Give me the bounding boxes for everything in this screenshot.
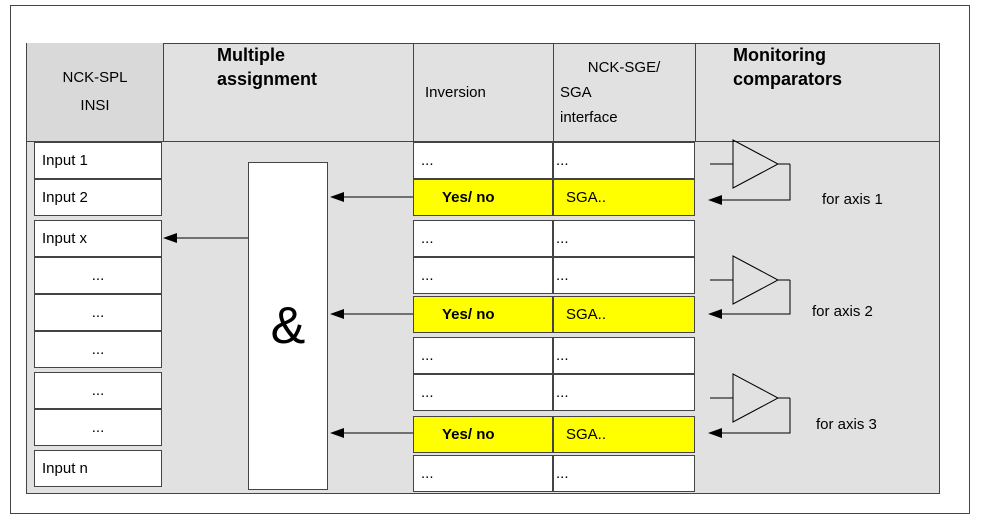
header-divider-3 <box>553 43 554 142</box>
header-inversion-label: Inversion <box>425 83 486 101</box>
input-cell: ... <box>34 294 162 331</box>
input-cell: ... <box>34 257 162 294</box>
header-interface-line2: SGA <box>560 83 592 101</box>
interface-cell-sga: SGA.. <box>553 296 695 333</box>
interface-value: SGA.. <box>566 189 607 206</box>
header-nck-spl-line2: INSI <box>80 97 110 114</box>
axis-label-1: for axis 1 <box>822 191 883 208</box>
header-inversion: Inversion <box>413 43 553 142</box>
comparator-triangle-2 <box>732 255 780 305</box>
inversion-cell-yes-no: Yes/ no <box>413 179 553 216</box>
input-cell: Input n <box>34 450 162 487</box>
input-cell: Input 1 <box>34 142 162 179</box>
inversion-cell: ... <box>413 337 553 374</box>
inversion-cell: ... <box>413 220 553 257</box>
header-divider-1 <box>163 43 164 142</box>
interface-cell: ... <box>553 142 695 179</box>
input-label: ... <box>91 382 105 399</box>
inversion-value: ... <box>421 230 434 247</box>
arrowhead-inversion-3 <box>330 428 344 438</box>
interface-value: ... <box>556 267 569 284</box>
inversion-value: ... <box>421 347 434 364</box>
axis-label-3: for axis 3 <box>816 416 877 433</box>
header-interface-line1: NCK-SGE/ <box>587 58 661 76</box>
inversion-cell: ... <box>413 257 553 294</box>
header-nck-spl: NCK-SPL INSI <box>27 43 163 142</box>
header-multiple-line1: Multiple <box>217 45 285 65</box>
interface-value: ... <box>556 347 569 364</box>
interface-value: ... <box>556 465 569 482</box>
input-cell: ... <box>34 409 162 446</box>
input-label: Input x <box>42 230 88 247</box>
interface-cell-sga: SGA.. <box>553 179 695 216</box>
input-label: ... <box>91 304 105 321</box>
arrowhead-comparator-1 <box>708 195 722 205</box>
inversion-cell-yes-no: Yes/ no <box>413 296 553 333</box>
interface-value: ... <box>556 152 569 169</box>
header-monitoring-line2: comparators <box>733 69 843 89</box>
interface-cell: ... <box>553 374 695 411</box>
arrowhead-inversion-2 <box>330 309 344 319</box>
comparator-triangle-1 <box>732 139 780 189</box>
inversion-value: ... <box>421 465 434 482</box>
arrowhead-comparator-2 <box>708 309 722 319</box>
header-nck-spl-line1: NCK-SPL <box>62 69 128 86</box>
inversion-value: ... <box>421 384 434 401</box>
inversion-cell-yes-no: Yes/ no <box>413 416 553 453</box>
and-block: & <box>248 162 328 490</box>
input-label: ... <box>91 267 105 284</box>
input-label: Input 1 <box>42 152 88 169</box>
input-cell: Input 2 <box>34 179 162 216</box>
inversion-cell: ... <box>413 374 553 411</box>
header-interface-line3: interface <box>560 108 618 126</box>
comparator-triangle-3 <box>732 373 780 423</box>
interface-cell: ... <box>553 455 695 492</box>
input-label: Input 2 <box>42 189 88 206</box>
comparator-feedback-2 <box>722 280 791 315</box>
input-label: ... <box>91 419 105 436</box>
interface-cell: ... <box>553 337 695 374</box>
comparator-feedback-3 <box>722 398 791 434</box>
header-multiple-line2: assignment <box>217 69 318 89</box>
arrowhead-output <box>163 233 177 243</box>
input-cell: ... <box>34 372 162 409</box>
inversion-cell: ... <box>413 455 553 492</box>
interface-cell: ... <box>553 257 695 294</box>
interface-cell-sga: SGA.. <box>553 416 695 453</box>
arrowhead-inversion-1 <box>330 192 344 202</box>
inversion-value: Yes/ no <box>442 306 495 323</box>
input-label: ... <box>91 341 105 358</box>
axis-label-2: for axis 2 <box>812 303 873 320</box>
input-cell: Input x <box>34 220 162 257</box>
interface-value: ... <box>556 384 569 401</box>
header-divider-4 <box>695 43 696 142</box>
interface-value: SGA.. <box>566 426 607 443</box>
header-multiple-assignment: Multiple assignment <box>163 43 413 142</box>
interface-value: ... <box>556 230 569 247</box>
inversion-value: ... <box>421 267 434 284</box>
header-monitoring-line1: Monitoring <box>733 45 826 65</box>
header-interface: NCK-SGE/ SGA interface <box>553 43 695 142</box>
interface-cell: ... <box>553 220 695 257</box>
inversion-value: ... <box>421 152 434 169</box>
inversion-value: Yes/ no <box>442 426 495 443</box>
interface-value: SGA.. <box>566 306 607 323</box>
header-divider-2 <box>413 43 414 142</box>
inversion-cell: ... <box>413 142 553 179</box>
inversion-value: Yes/ no <box>442 189 495 206</box>
input-cell: ... <box>34 331 162 368</box>
and-symbol: & <box>270 297 306 355</box>
arrowhead-comparator-3 <box>708 428 722 438</box>
comparator-feedback-1 <box>722 164 791 201</box>
header-monitoring: Monitoring comparators <box>695 43 939 142</box>
input-label: Input n <box>42 460 88 477</box>
